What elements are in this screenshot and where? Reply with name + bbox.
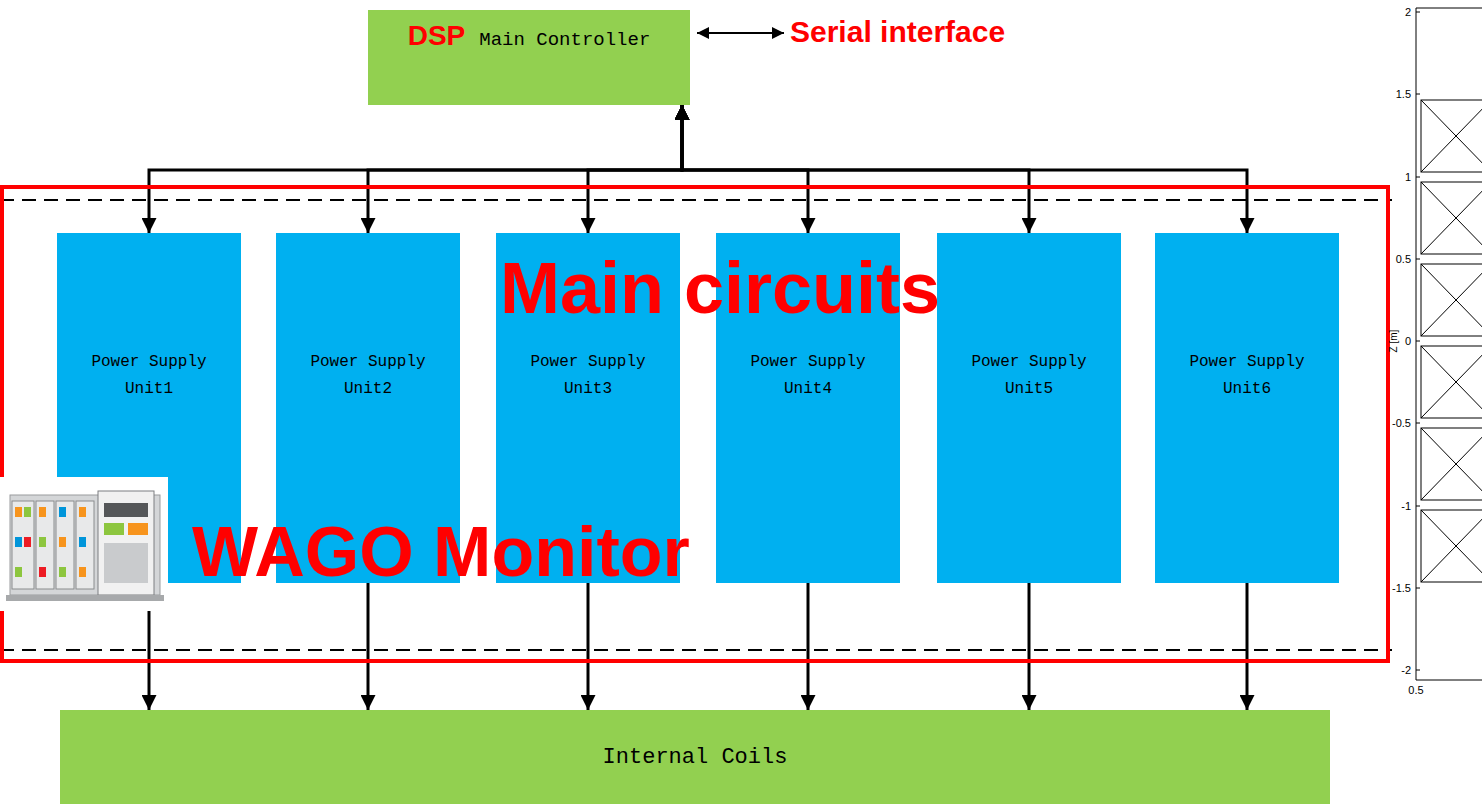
power-supply-box: Power Supply Unit6 <box>1155 233 1339 583</box>
interface-label: Serial interface <box>790 15 1005 50</box>
axis-tick-label: 0.5 <box>1396 254 1411 265</box>
connector-arrow <box>588 105 682 233</box>
connector-arrow <box>1246 583 1249 710</box>
wago-device-picture <box>0 477 168 611</box>
device-led <box>104 523 124 535</box>
unit-title: Power Supply Unit4 <box>738 349 878 403</box>
plot-tick <box>1416 259 1420 260</box>
dashed-line <box>0 199 1392 201</box>
picture-ground <box>0 477 168 611</box>
coil-cross <box>1421 428 1482 500</box>
plot-tick <box>1416 12 1420 13</box>
terminal <box>79 507 86 517</box>
axis-tick-label: -1.5 <box>1392 583 1411 594</box>
plot-tick <box>1416 423 1420 424</box>
plot-tick <box>1416 506 1420 507</box>
axis-tick-label: 0.5 <box>1408 685 1423 696</box>
plot-tick <box>1416 670 1420 671</box>
connector-arrow <box>682 105 1247 233</box>
unit-content: Power Supply Unit6 <box>1155 233 1339 403</box>
terminal <box>15 537 22 547</box>
device-module <box>36 501 54 589</box>
plot-tick <box>1416 588 1420 589</box>
plot-tick <box>1416 94 1420 95</box>
plot-tick <box>1416 341 1420 342</box>
power-supply-box: Power Supply Unit5 <box>937 233 1121 583</box>
terminal <box>39 537 46 547</box>
axis-tick-label: -1 <box>1401 501 1411 512</box>
coil-box <box>1421 182 1482 254</box>
serial-arrow <box>697 32 784 34</box>
unit-title: Power Supply Unit6 <box>1177 349 1317 403</box>
coil-cross <box>1421 264 1482 336</box>
controller-box: DSP Main Controller <box>368 10 690 105</box>
coil-box <box>1421 428 1482 500</box>
connector-arrow <box>149 105 682 233</box>
device-module <box>76 501 94 589</box>
terminal <box>59 507 66 517</box>
device-port <box>104 503 148 517</box>
device-panel <box>104 543 148 583</box>
processor-label: DSP <box>408 20 466 52</box>
region-title: Main circuits <box>500 252 940 324</box>
unit-title: Power Supply Unit2 <box>298 349 438 403</box>
box-title: Main Controller <box>479 30 650 52</box>
dashed-line <box>0 649 1392 651</box>
device-body <box>10 495 160 595</box>
connector-arrow <box>1028 583 1031 710</box>
coil-box <box>1421 100 1482 172</box>
coil-cross <box>1421 510 1482 582</box>
axis-tick-label: -0.5 <box>1392 418 1411 429</box>
coils-box: Internal Coils <box>60 710 1330 804</box>
axis-tick-label: 1.5 <box>1396 89 1411 100</box>
coil-cross <box>1421 346 1482 418</box>
plot-axis <box>1416 8 1482 9</box>
din-rail <box>6 595 164 601</box>
terminal <box>59 567 66 577</box>
connector-arrow <box>807 583 810 710</box>
terminal <box>15 567 22 577</box>
coil-box <box>1421 346 1482 418</box>
axis-tick-label: 1 <box>1405 172 1411 183</box>
coil-content: Internal Coils <box>60 710 1330 804</box>
terminal <box>39 507 46 517</box>
device-module <box>12 501 34 589</box>
unit-content: Power Supply Unit2 <box>276 233 460 403</box>
terminal <box>59 537 66 547</box>
controller-content: DSP Main Controller <box>368 10 690 52</box>
coil-plot <box>1416 8 1482 680</box>
plot-axis <box>1416 8 1417 680</box>
device-controller <box>98 491 154 595</box>
main-circuits-frame: Main circuitsWAGO Monitor Power Supply Un… <box>0 185 1390 663</box>
terminal <box>24 507 31 517</box>
terminal <box>79 567 86 577</box>
connector-arrow <box>368 105 682 233</box>
axis-tick-label: 2 <box>1405 7 1411 18</box>
axis-title: Z [m] <box>1389 330 1399 353</box>
unit-content: Power Supply Unit1 <box>57 233 241 403</box>
unit-title: Power Supply Unit1 <box>79 349 219 403</box>
terminal-row <box>15 507 86 577</box>
coil-box <box>1421 510 1482 582</box>
connector-arrow <box>367 583 370 710</box>
coil-cross <box>1421 182 1482 254</box>
plot-axis <box>1416 680 1482 681</box>
device-led <box>128 523 148 535</box>
box-title: Internal Coils <box>603 745 788 770</box>
connector-arrow <box>587 583 590 710</box>
terminal <box>79 537 86 547</box>
coil-cross <box>1421 100 1482 172</box>
unit-content: Power Supply Unit5 <box>937 233 1121 403</box>
terminal <box>24 537 31 547</box>
unit-title: Power Supply Unit3 <box>518 349 658 403</box>
terminal <box>15 507 22 517</box>
plot-tick <box>1416 177 1420 178</box>
axis-tick-label: 0 <box>1405 336 1411 347</box>
device-module <box>56 501 74 589</box>
monitor-title: WAGO Monitor <box>192 523 690 583</box>
axis-tick-label: -2 <box>1401 665 1411 676</box>
coil-box <box>1421 264 1482 336</box>
terminal <box>39 567 46 577</box>
unit-title: Power Supply Unit5 <box>959 349 1099 403</box>
